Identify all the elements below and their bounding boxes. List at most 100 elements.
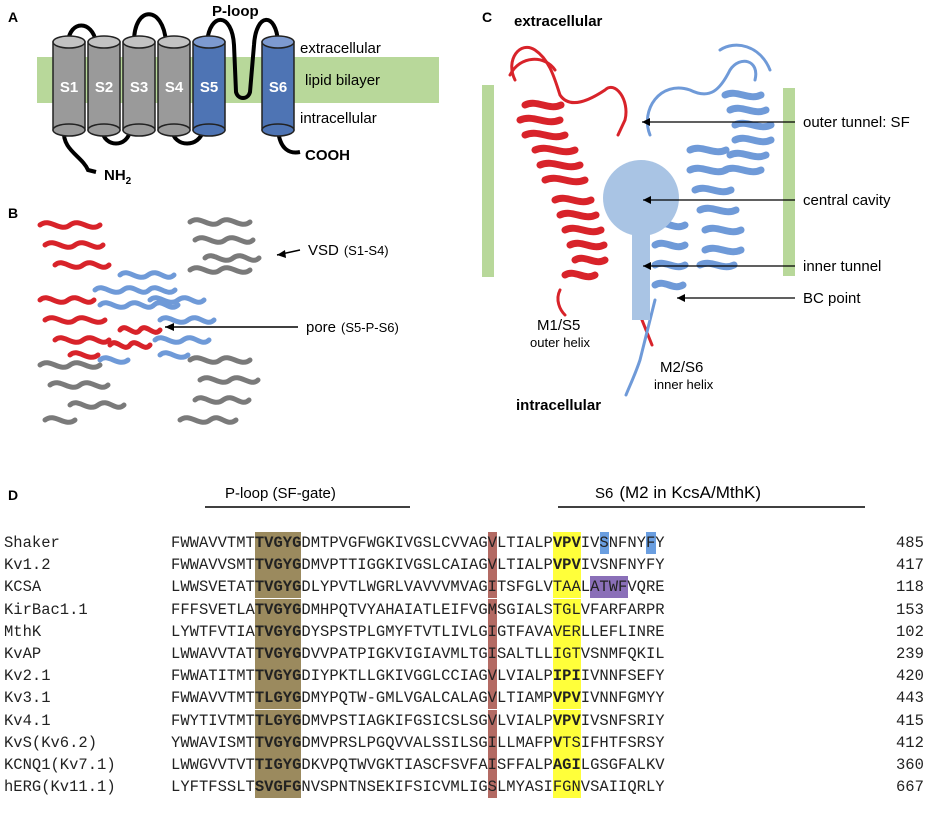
sequence-residues: LWWSVETATTVGYGDLYPVTLWGRLVAVVVMVAGITSFGL… (171, 576, 665, 599)
ploop-label: P-loop (212, 3, 259, 20)
selectivity-filter-highlight (254, 532, 302, 554)
glycine-hinge-highlight (487, 643, 498, 665)
red-subunit-ribbon (508, 45, 654, 347)
sequence-text: YWWAVISMTTVGYGDMVPRSLPGQVVALSSILSGILLMAF… (171, 733, 665, 752)
sequence-text: FWWATITMTTVGYGDIYPKTLLGKIVGGLCCIAGVLVIAL… (171, 667, 665, 686)
sequence-position: 412 (896, 733, 924, 752)
sequence-text: FWYTIVTMTTLGYGDMVPSTIAGKIFGSICSLSGVLVIAL… (171, 711, 665, 730)
label-s2: S2 (95, 79, 113, 96)
residue-highlight-purple (590, 576, 628, 599)
sequence-residues: FWYTIVTMTTLGYGDMVPSTIAGKIFGSICSLSGVLVIAL… (171, 709, 665, 732)
sequence-position: 420 (896, 667, 924, 686)
outer-tunnel-arrowhead (642, 118, 650, 126)
membrane-bar-left (482, 85, 494, 277)
panel-b-letter: B (8, 205, 18, 221)
intracellular-label-c: intracellular (516, 397, 601, 414)
label-s3: S3 (130, 79, 148, 96)
vsd-label: VSD(S1-S4) (308, 242, 389, 259)
membrane-bar-right (783, 88, 795, 276)
glycine-hinge-highlight (487, 687, 498, 710)
pvp-motif-highlight (553, 731, 582, 754)
central-cavity-arrowhead (643, 196, 651, 204)
sequence-name: KCNQ1(Kv7.1) (4, 756, 116, 774)
selectivity-filter-highlight (254, 731, 302, 754)
sequence-name: MthK (4, 622, 42, 641)
pvp-motif-highlight (553, 709, 582, 732)
pvp-motif-highlight (553, 776, 582, 799)
label-s4: S4 (165, 79, 184, 96)
residue-highlight-blue (646, 532, 656, 554)
sequence-text: LWWAVVTATTVGYGDVVPATPIGKVIGIAVMLTGISALTL… (171, 645, 665, 663)
glycine-hinge-highlight (487, 754, 498, 776)
pvp-motif-highlight (553, 665, 582, 688)
helix-s6 (261, 35, 295, 137)
sequence-residues: LYFTFSSLTSVGFGNVSPNTNSEKIFSICVMLIGSLMYAS… (171, 776, 665, 799)
selectivity-filter-highlight (254, 620, 302, 643)
sequence-position: 153 (896, 600, 924, 619)
m1-label: M1/S5 (537, 317, 580, 334)
p-loop-path (205, 17, 280, 100)
sequence-name: Kv1.2 (4, 556, 51, 575)
sequence-position: 417 (896, 556, 924, 575)
ploop-header: P-loop (SF-gate) (225, 485, 336, 502)
selectivity-filter-highlight (254, 598, 302, 621)
sequence-position: 118 (896, 578, 924, 597)
sequence-position: 443 (896, 689, 924, 708)
selectivity-filter-highlight (254, 643, 302, 665)
m2-label: M2/S6 (660, 359, 703, 376)
helix-s1 (52, 35, 86, 137)
sequence-residues: YWWAVISMTTVGYGDMVPRSLPGQVVALSSILSGILLMAF… (171, 731, 665, 754)
sequence-position: 415 (896, 711, 924, 730)
pore-label: pore(S5-P-S6) (306, 319, 399, 336)
glycine-hinge-highlight (487, 776, 498, 799)
selectivity-filter-highlight (254, 776, 302, 799)
sequence-residues: FWWAVVTMTTLGYGDMYPQTW-GMLVGALCALAGVLTIAM… (171, 687, 665, 710)
glycine-hinge-highlight (487, 554, 498, 577)
vsd-arrowhead (277, 250, 286, 258)
intracellular-label-a: intracellular (300, 110, 377, 127)
sequence-name: Kv3.1 (4, 689, 51, 708)
helix-s3 (122, 35, 156, 137)
sequence-residues: LWWGVVTVTTIGYGDKVPQTWVGKTIASCFSVFAISFFAL… (171, 754, 665, 776)
glycine-hinge-highlight (487, 620, 498, 643)
glycine-hinge-highlight (487, 731, 498, 754)
cooh-label: COOH (305, 147, 350, 164)
outer-tunnel-label: outer tunnel: SF (803, 114, 910, 131)
bc-point-label: BC point (803, 290, 861, 307)
sequence-residues: FWWAVVTMTTVGYGDMTPVGFWGKIVGSLCVVAGVLTIAL… (171, 532, 665, 554)
selectivity-filter-highlight (254, 687, 302, 710)
inner-tunnel-label: inner tunnel (803, 258, 881, 275)
sequence-name: Kv2.1 (4, 667, 51, 686)
loop-s3-s4 (132, 12, 168, 43)
tetramer-structure (37, 217, 262, 425)
glycine-hinge-highlight (487, 709, 498, 732)
sequence-text: LYWTFVTIATVGYGDYSPSTPLGMYFTVTLIVLGIGTFAV… (171, 622, 665, 641)
inner-tunnel-shape (632, 228, 650, 320)
sequence-text: LWWGVVTVTTIGYGDKVPQTWVGKTIASCFSVFAISFFAL… (171, 756, 665, 774)
m1-sub-label: outer helix (530, 335, 590, 350)
residue-highlight-blue (599, 532, 610, 554)
sequence-name: KvAP (4, 645, 42, 663)
s6-header: S6(M2 in KcsA/MthK) (595, 483, 761, 502)
sequence-position: 239 (896, 645, 924, 663)
sequence-text: FFFSVETLATVGYGDMHPQTVYAHAIATLEIFVGMSGIAL… (171, 600, 665, 619)
sequence-position: 485 (896, 534, 924, 552)
sequence-text: LYFTFSSLTSVGFGNVSPNTNSEKIFSICVMLIGSLMYAS… (171, 778, 665, 797)
nh2-label: NH2 (104, 167, 132, 187)
sequence-residues: FFFSVETLATVGYGDMHPQTVYAHAIATLEIFVGMSGIAL… (171, 598, 665, 621)
sequence-name: hERG(Kv11.1) (4, 778, 116, 797)
pore-arrowhead (165, 323, 174, 331)
glycine-hinge-highlight (487, 665, 498, 688)
lipid-bilayer-label: lipid bilayer (305, 72, 380, 89)
blue-subunit-ribbon (624, 43, 775, 397)
selectivity-filter-highlight (254, 665, 302, 688)
helix-s2 (87, 35, 121, 137)
selectivity-filter-highlight (254, 554, 302, 577)
helix-s4 (157, 35, 191, 137)
bc-point-arrowhead (677, 294, 685, 302)
extracellular-label-a: extracellular (300, 40, 381, 57)
label-s6: S6 (269, 79, 287, 96)
selectivity-filter-highlight (254, 709, 302, 732)
panel-d-letter: D (8, 487, 18, 503)
